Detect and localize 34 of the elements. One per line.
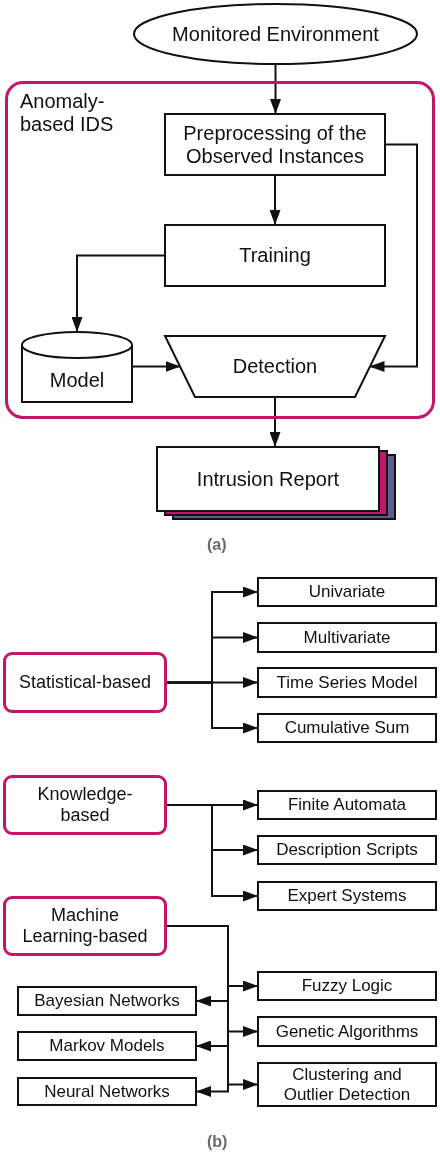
method-box: Multivariate: [257, 622, 437, 653]
category-box: Knowledge-based: [3, 775, 167, 835]
method-box: Cumulative Sum: [257, 713, 437, 743]
arrow: [369, 143, 418, 372]
method-box: Clustering and Outlier Detection: [257, 1062, 437, 1107]
category-box: Statistical-based: [3, 652, 167, 713]
method-box: Expert Systems: [257, 881, 437, 911]
category-box: Machine Learning-based: [3, 896, 167, 956]
method-box: Fuzzy Logic: [257, 971, 437, 1001]
source-ellipse: Monitored Environment: [133, 3, 418, 65]
method-box: Markov Models: [17, 1031, 197, 1061]
method-box: Bayesian Networks: [17, 986, 197, 1016]
method-box: Univariate: [257, 577, 437, 607]
panel-caption: (a): [207, 536, 227, 554]
arrow: [132, 361, 181, 372]
arrow: [269, 397, 281, 447]
arrow: [166, 804, 258, 902]
group-label: Anomaly-based IDS: [20, 90, 115, 136]
arrow: [270, 64, 281, 114]
arrow: [166, 925, 229, 1097]
database-cylinder: Model: [21, 331, 133, 403]
process-box: Training: [164, 224, 386, 287]
method-box: Description Scripts: [257, 835, 437, 865]
method-box: Genetic Algorithms: [257, 1016, 437, 1047]
arrow: [269, 175, 281, 225]
method-box: Time Series Model: [257, 667, 437, 698]
trapezoid-box: Detection: [164, 335, 386, 398]
arrow: [71, 254, 165, 332]
group-frame: [5, 81, 435, 419]
panel-caption: (b): [207, 1133, 228, 1151]
method-box: Neural Networks: [17, 1077, 197, 1106]
process-box: Preprocessing of the Observed Instances: [164, 113, 386, 176]
method-box: Finite Automata: [257, 790, 437, 820]
arrow: [166, 681, 258, 734]
